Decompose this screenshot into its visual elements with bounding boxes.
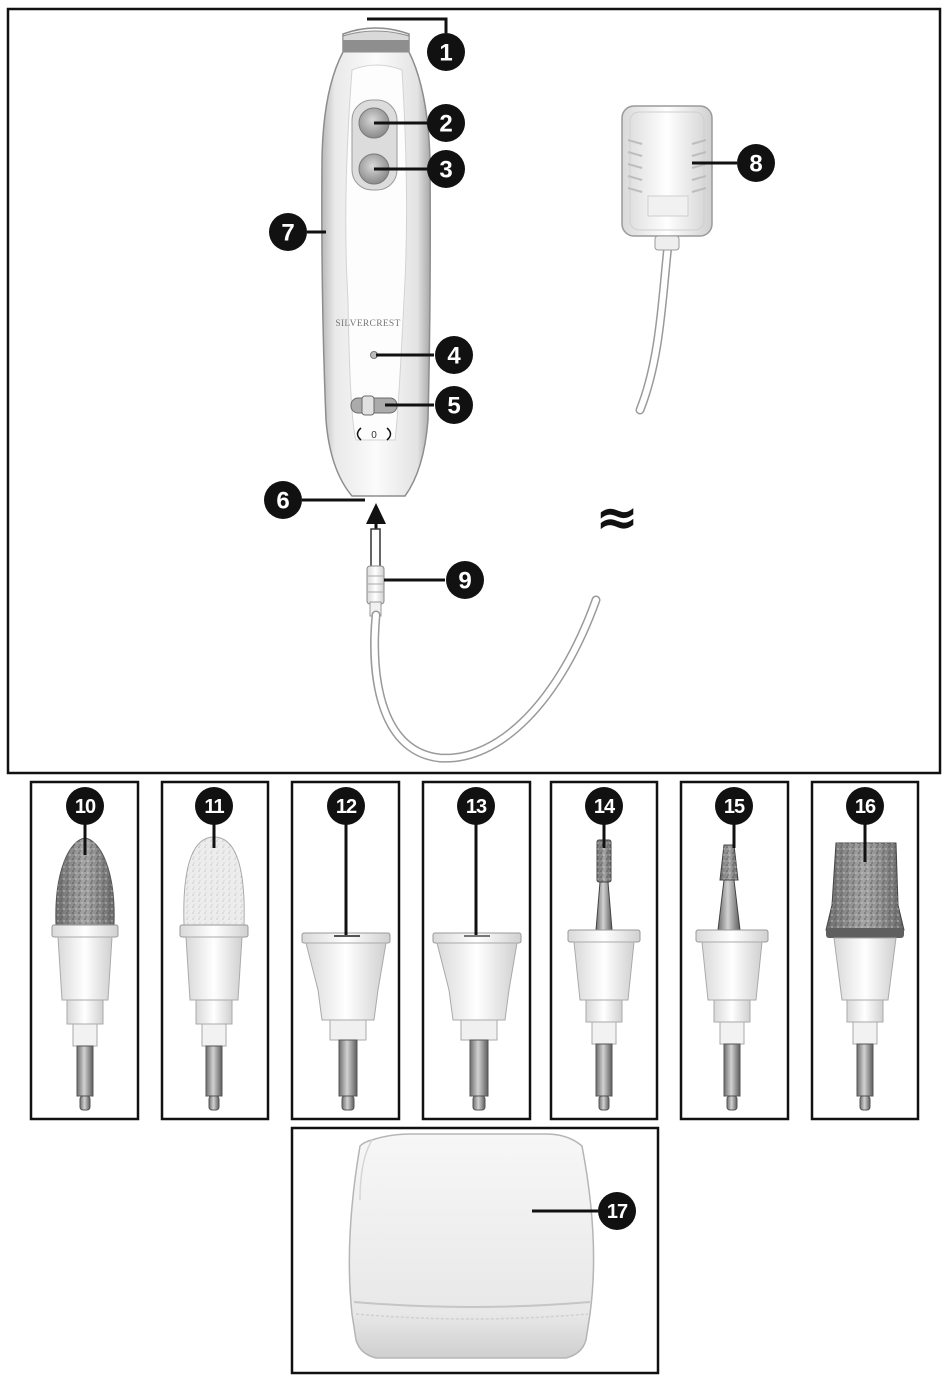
attachment-14-icon	[568, 840, 640, 1110]
callout-12: 12	[327, 787, 365, 825]
main-frame	[8, 9, 940, 773]
attachment-12-icon	[302, 933, 390, 1110]
attachment-11-icon	[180, 837, 248, 1110]
callout-13: 13	[457, 787, 495, 825]
attachment-10-icon	[52, 838, 118, 1110]
svg-text:5: 5	[447, 393, 460, 420]
callout-10: 10	[66, 787, 104, 825]
svg-text:17: 17	[607, 1201, 628, 1223]
callout-1: 1	[427, 33, 465, 71]
brand-logo-text: SILVERCREST	[335, 319, 400, 329]
callout-15: 15	[715, 787, 753, 825]
svg-text:12: 12	[336, 796, 357, 818]
approx-symbol: ≈	[595, 488, 639, 548]
callout-11: 11	[195, 787, 233, 825]
svg-text:8: 8	[749, 151, 762, 178]
svg-text:14: 14	[594, 796, 616, 818]
storage-case-icon	[349, 1134, 593, 1358]
svg-text:11: 11	[204, 796, 224, 818]
svg-text:3: 3	[439, 157, 452, 184]
svg-text:9: 9	[458, 568, 471, 595]
attachment-16-icon	[826, 843, 904, 1110]
svg-text:13: 13	[466, 796, 487, 818]
svg-text:4: 4	[447, 343, 461, 370]
low-voltage-plug-icon	[367, 529, 384, 616]
svg-text:6: 6	[276, 488, 289, 515]
attachment-15-icon	[696, 845, 768, 1110]
svg-text:1: 1	[439, 40, 452, 67]
callout-4: 4	[435, 336, 473, 374]
switch-marking-text: 0	[371, 430, 377, 441]
svg-text:10: 10	[75, 796, 96, 818]
callout-5: 5	[435, 386, 473, 424]
svg-text:15: 15	[724, 796, 745, 818]
callout-14: 14	[585, 787, 623, 825]
callout-16: 16	[846, 787, 884, 825]
callout-17: 17	[598, 1192, 636, 1230]
callout-6: 6	[264, 481, 302, 519]
svg-text:16: 16	[855, 796, 876, 818]
svg-text:2: 2	[439, 111, 452, 138]
callout-8: 8	[737, 144, 775, 182]
manicure-pedicure-device-icon: SILVERCREST 0	[322, 28, 430, 496]
callout-7: 7	[269, 213, 307, 251]
callout-3: 3	[427, 150, 465, 188]
callout-9: 9	[446, 561, 484, 599]
attachment-13-icon	[433, 933, 521, 1110]
power-adapter-icon	[622, 106, 712, 250]
callout-2: 2	[427, 104, 465, 142]
svg-text:7: 7	[281, 220, 294, 247]
